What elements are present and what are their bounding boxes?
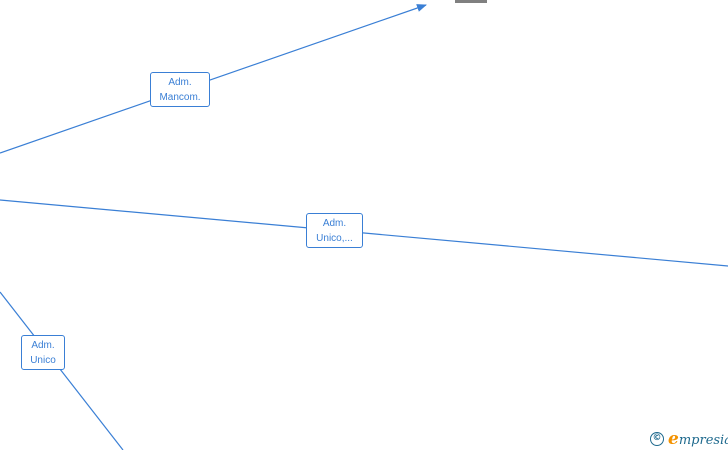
edge-label-unico-line1: Adm. (31, 339, 55, 351)
edge-label-unico-line2: Unico (30, 354, 56, 366)
brand-rest: mpresia (678, 433, 728, 448)
copyright-icon: © (650, 432, 664, 446)
edge-line-unico-ellipsis[interactable] (0, 199, 728, 267)
edge-label-unico[interactable]: Adm. Unico (21, 335, 65, 370)
empresia-logo: empresia (668, 429, 728, 449)
edge-label-unico-ellipsis[interactable]: Adm. Unico,... (306, 213, 363, 248)
brand-initial: e (668, 429, 679, 449)
edge-line-unico[interactable] (0, 291, 124, 450)
empresia-watermark: © empresia (650, 429, 728, 449)
node-stub[interactable] (455, 0, 487, 3)
edge-label-unico-ellipsis-line1: Adm. (322, 217, 347, 229)
edge-label-mancom-line2: Mancom. (159, 91, 201, 103)
edge-line-mancom[interactable] (0, 4, 427, 154)
edge-label-mancom-line1: Adm. (168, 76, 192, 88)
edge-label-mancom[interactable]: Adm. Mancom. (150, 72, 210, 107)
edge-label-unico-ellipsis-line2: Unico,... (316, 232, 353, 244)
